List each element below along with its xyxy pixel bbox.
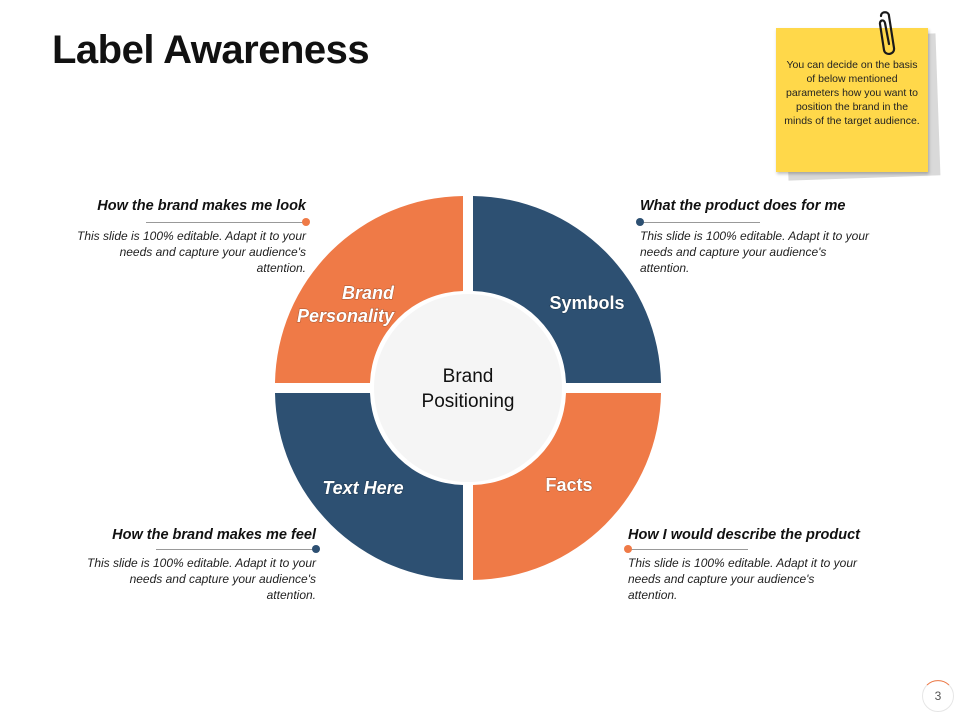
center-circle [374, 294, 562, 482]
callout-heading: How the brand makes me feel [112, 527, 316, 543]
callout-divider [146, 222, 306, 223]
callout-dot [312, 545, 320, 553]
callout-body: This slide is 100% editable. Adapt it to… [86, 556, 316, 602]
callout-dot [636, 218, 644, 226]
quadrant-top-left [275, 196, 463, 383]
callout-dot [302, 218, 310, 226]
callout-dot [624, 545, 632, 553]
callout-heading: How the brand makes me look [97, 198, 306, 214]
callout-body: This slide is 100% editable. Adapt it to… [640, 229, 870, 275]
quadrant-top-right [473, 196, 661, 383]
quadrant-label-symbols: Symbols [549, 293, 624, 313]
callout-heading: What the product does for me [640, 198, 846, 214]
callout-body: This slide is 100% editable. Adapt it to… [628, 556, 858, 602]
quadrant-bottom-left [275, 393, 463, 580]
callout-divider [640, 222, 760, 223]
center-label-line1: Brand [442, 366, 494, 387]
center-label-line2: Positioning [421, 391, 515, 412]
callout-divider [628, 549, 748, 550]
page-number-accent [926, 680, 950, 686]
slide-title: Label Awareness [52, 28, 370, 72]
quadrant-label-facts: Facts [545, 475, 592, 495]
center-label: Brand Positioning [380, 364, 556, 414]
callout-heading: How I would describe the product [628, 527, 861, 543]
paperclip-icon [878, 11, 896, 55]
sticky-note-text: You can decide on the basis of below men… [784, 59, 920, 127]
callout-body: This slide is 100% editable. Adapt it to… [76, 229, 306, 275]
sticky-note: You can decide on the basis of below men… [776, 28, 928, 172]
quadrant-bottom-right [473, 393, 661, 580]
quadrant-label-text-here: Text Here [322, 478, 403, 498]
quadrant-label-brand: Brand [342, 283, 395, 303]
callout-divider [156, 549, 316, 550]
quadrant-label-personality: Personality [297, 306, 395, 326]
